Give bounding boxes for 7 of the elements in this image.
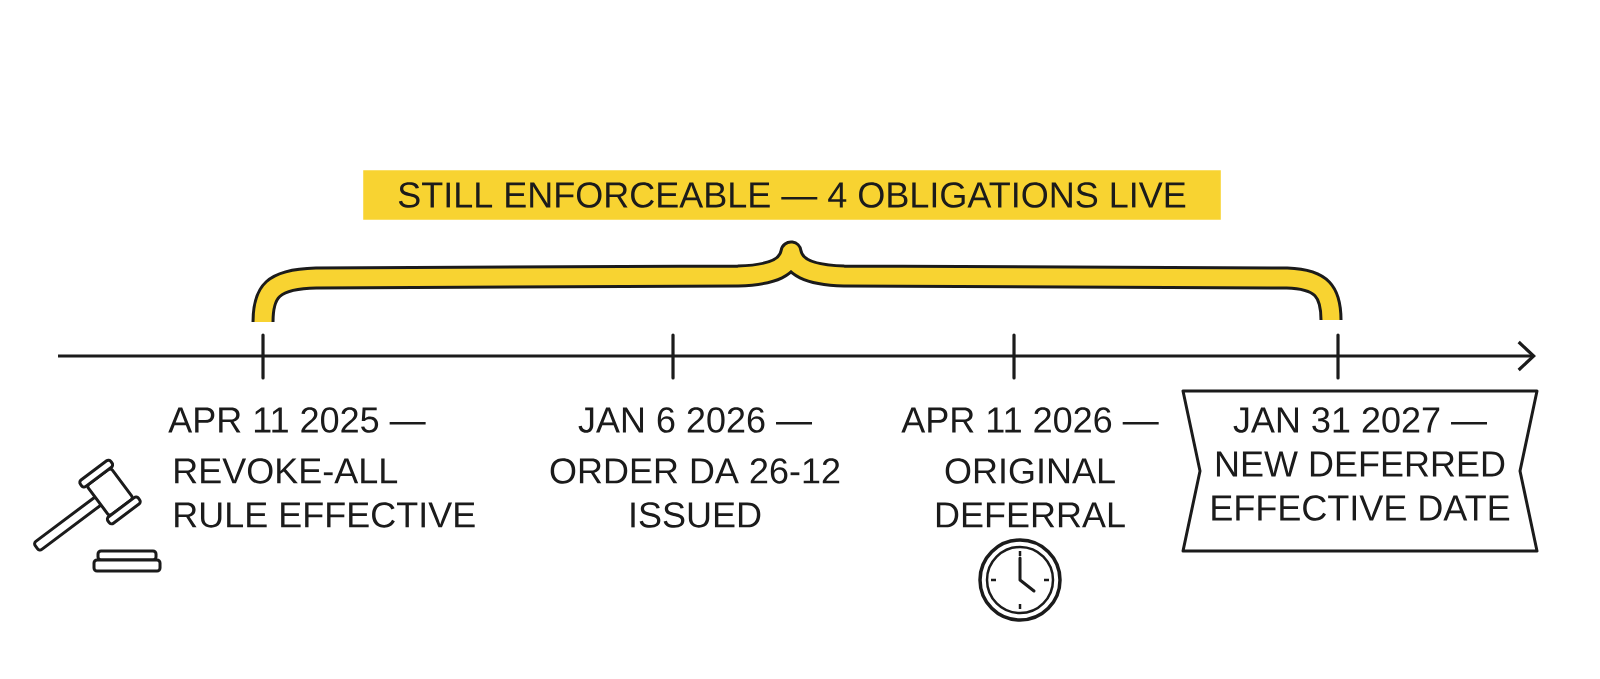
date-label: APR 11 2025 — bbox=[168, 407, 426, 433]
date-label: JAN 6 2026 — bbox=[578, 407, 812, 433]
event-description: REVOKE-ALL RULE EFFECTIVE bbox=[175, 458, 475, 528]
highlight-banner: STILL ENFORCEABLE — 4 OBLIGATIONS LIVE bbox=[363, 170, 1221, 220]
event-description: ORDER DA 26-12 ISSUED bbox=[550, 458, 840, 528]
ribbon-banner: JAN 31 2027 — NEW DEFERRED EFFECTIVE DATE bbox=[1181, 389, 1539, 553]
event-description: ORIGINAL DEFERRAL bbox=[936, 458, 1125, 528]
